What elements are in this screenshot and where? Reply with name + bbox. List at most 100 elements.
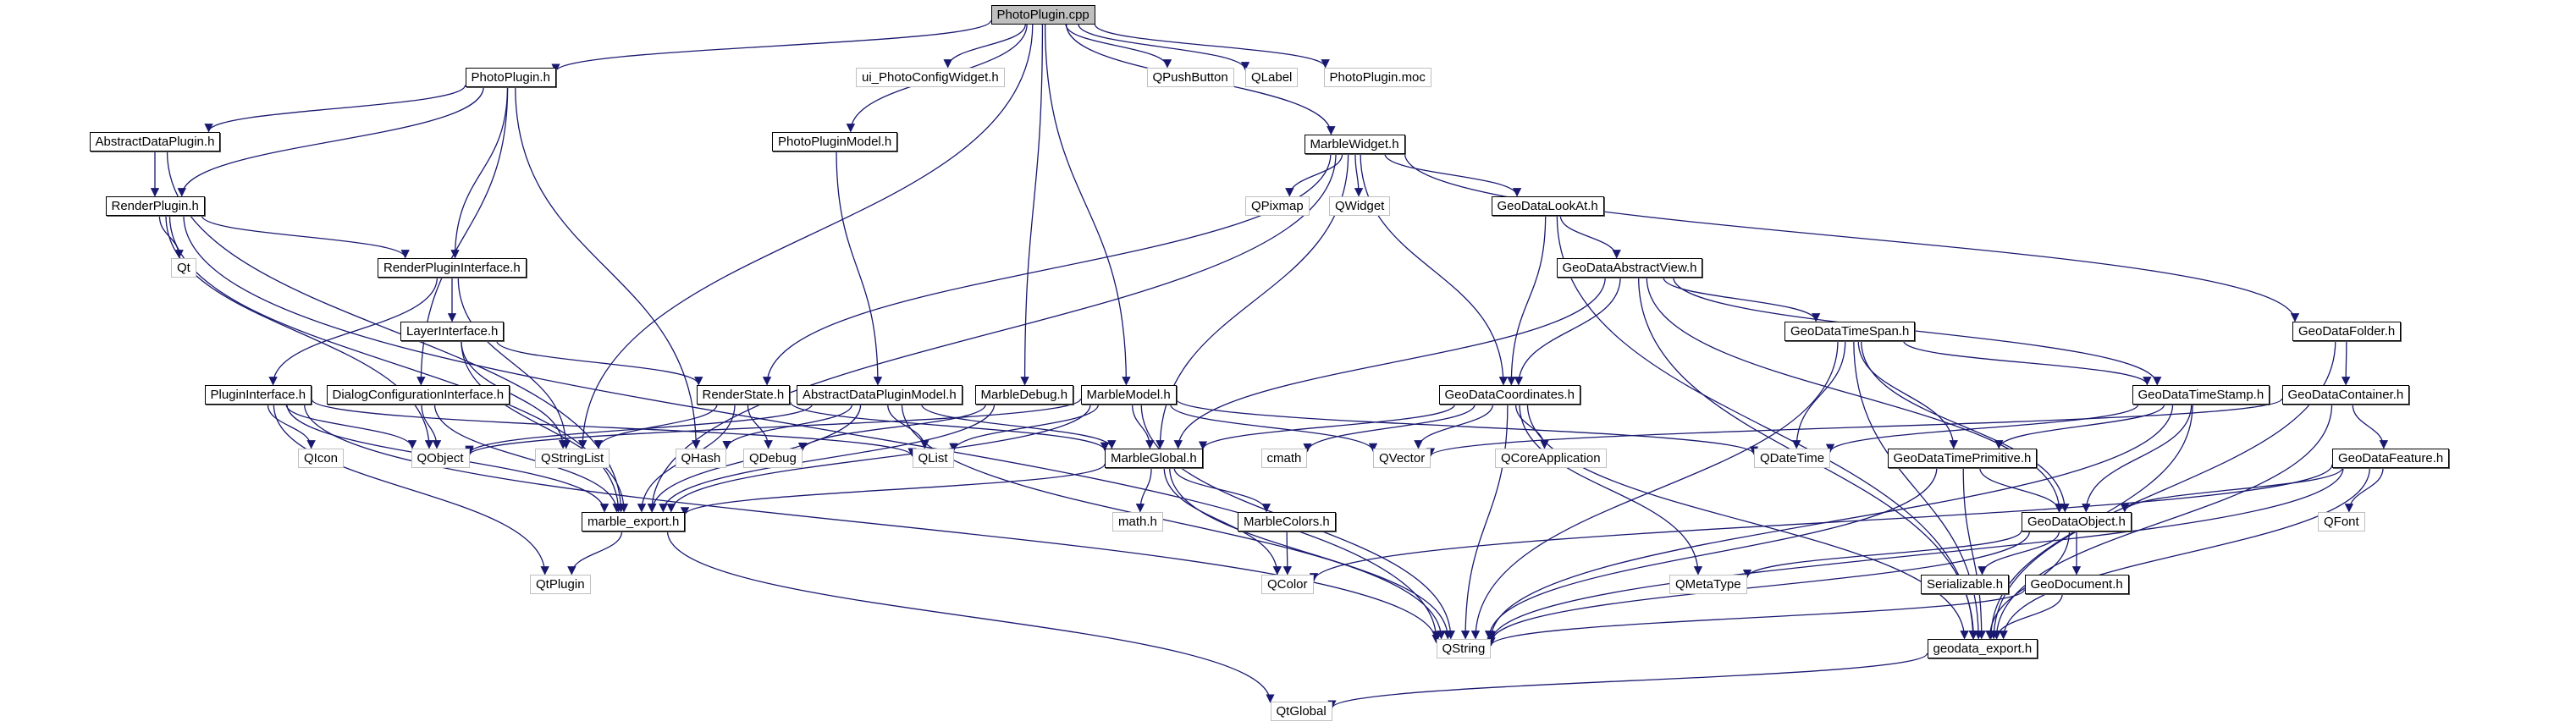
node-renderplugin-h[interactable]: RenderPlugin.h (105, 196, 205, 216)
node-renderplugininterface-h[interactable]: RenderPluginInterface.h (378, 257, 527, 278)
node-geodatatimestamp-h[interactable]: GeoDataTimeStamp.h (2132, 384, 2270, 405)
node-geodocument-h[interactable]: GeoDocument.h (2024, 574, 2129, 594)
node-geodatafolder-h[interactable]: GeoDataFolder.h (2292, 321, 2402, 341)
edge (1514, 404, 1549, 449)
edge (1426, 398, 2283, 457)
edge (1169, 404, 1378, 453)
edge (1487, 467, 2344, 644)
node-geodataabstractview-h[interactable]: GeoDataAbstractView.h (1556, 257, 1703, 278)
edge (1487, 531, 2031, 644)
edge (747, 404, 773, 449)
edge (177, 86, 484, 197)
node-geodatatimeprimitive-h[interactable]: GeoDataTimePrimitive.h (1887, 448, 2038, 468)
edge (1460, 404, 1509, 640)
node-marbledebug-h[interactable]: MarbleDebug.h (974, 384, 1074, 405)
node-qicon: QIcon (298, 448, 345, 468)
edge (762, 153, 1332, 386)
edge (1414, 404, 1494, 449)
node-geodataobject-h[interactable]: GeoDataObject.h (2022, 511, 2132, 531)
edge (1044, 24, 1131, 386)
edge (943, 24, 1026, 69)
node-dialogconfigurationinterface-h[interactable]: DialogConfigurationInterface.h (326, 384, 510, 405)
edge (457, 277, 571, 449)
node-qcoreapplication: QCoreApplication (1495, 448, 1607, 468)
edge (1507, 215, 1547, 386)
node-marble-export-h[interactable]: marble_export.h (582, 511, 686, 531)
edge (421, 404, 442, 449)
edge (461, 340, 629, 513)
node-abstractdataplugin-h[interactable]: AbstractDataPlugin.h (89, 131, 221, 151)
edge (921, 404, 1117, 449)
node-geodatacoordinates-h[interactable]: GeoDataCoordinates.h (1438, 384, 1580, 405)
edge (1742, 530, 2022, 579)
node-qlabel: QLabel (1245, 67, 1299, 87)
edge (1979, 467, 2064, 513)
edge (1962, 467, 1986, 640)
edge (666, 531, 1275, 703)
node-qlist: QList (912, 448, 954, 468)
edge (461, 340, 568, 449)
edge (2082, 404, 2193, 513)
node-qcolor: QColor (1261, 574, 1314, 594)
node-geodatacontainer-h[interactable]: GeoDataContainer.h (2281, 384, 2410, 405)
edge (311, 399, 917, 457)
node-marblecolors-h[interactable]: MarbleColors.h (1238, 511, 1336, 531)
edge (1902, 340, 2152, 386)
node-marblemodel-h[interactable]: MarbleModel.h (1080, 384, 1177, 405)
node-qstringlist: QStringList (535, 448, 610, 468)
node-qtglobal: QtGlobal (1270, 701, 1332, 721)
node-layerinterface-h[interactable]: LayerInterface.h (400, 321, 505, 341)
edge (1792, 340, 1846, 449)
edge (1663, 277, 1821, 322)
node-photopluginmodel-h[interactable]: PhotoPluginModel.h (772, 131, 898, 151)
edge (901, 404, 1446, 640)
node-geodatafeature-h[interactable]: GeoDataFeature.h (2332, 448, 2450, 468)
edge (2352, 404, 2389, 449)
node-geodatalookat-h[interactable]: GeoDataLookAt.h (1491, 196, 1604, 216)
edge (1999, 467, 2371, 640)
edge (1646, 277, 2064, 513)
node-photoplugin-moc: PhotoPlugin.moc (1323, 67, 1431, 87)
node-qtplugin: QtPlugin (530, 574, 591, 594)
node-geodatatimespan-h[interactable]: GeoDataTimeSpan.h (1784, 321, 1916, 341)
node-qdebug: QDebug (743, 448, 803, 468)
edge (1825, 404, 2139, 454)
node-geodata-export-h[interactable]: geodata_export.h (1927, 638, 2038, 658)
edge (1169, 467, 1453, 640)
node-ui-photoconfigwidget-h: ui_PhotoConfigWidget.h (856, 67, 1005, 87)
edge (1282, 531, 1293, 576)
edge (836, 151, 883, 386)
edge (2341, 340, 2351, 386)
node-photoplugin-h[interactable]: PhotoPlugin.h (465, 67, 556, 87)
edge (1173, 467, 1271, 513)
edge (1978, 531, 2060, 576)
node-marbleglobal-h[interactable]: MarbleGlobal.h (1105, 448, 1203, 468)
edge (1487, 589, 2026, 647)
node-renderstate-h[interactable]: RenderState.h (696, 384, 791, 405)
edge (1673, 277, 2162, 386)
node-math-h: math.h (1112, 511, 1163, 531)
node-qmetatype: QMetaType (1669, 574, 1747, 594)
edge (1163, 467, 1282, 576)
node-qhash: QHash (675, 448, 727, 468)
node-photoplugin-cpp[interactable]: PhotoPlugin.cpp (990, 4, 1095, 25)
edge (797, 404, 987, 452)
edge (515, 86, 701, 449)
node-qwidget: QWidget (1329, 196, 1391, 216)
edge (433, 404, 621, 513)
edge (593, 404, 718, 449)
node-marblewidget-h[interactable]: MarbleWidget.h (1304, 134, 1405, 154)
edge (1020, 24, 1044, 386)
node-plugininterface-h[interactable]: PluginInterface.h (204, 384, 312, 405)
edge (183, 215, 1441, 641)
node-abstractdatapluginmodel-h[interactable]: AbstractDataPluginModel.h (797, 384, 963, 405)
node-serializable-h[interactable]: Serializable.h (1921, 574, 2010, 594)
node-qobject: QObject (411, 448, 470, 468)
edge (578, 24, 1034, 449)
edge (1384, 153, 1522, 197)
edge (1559, 215, 1621, 259)
edge (450, 86, 509, 259)
edge (465, 398, 1082, 456)
node-qpushbutton: QPushButton (1146, 67, 1234, 87)
node-qfont: QFont (2318, 511, 2365, 531)
